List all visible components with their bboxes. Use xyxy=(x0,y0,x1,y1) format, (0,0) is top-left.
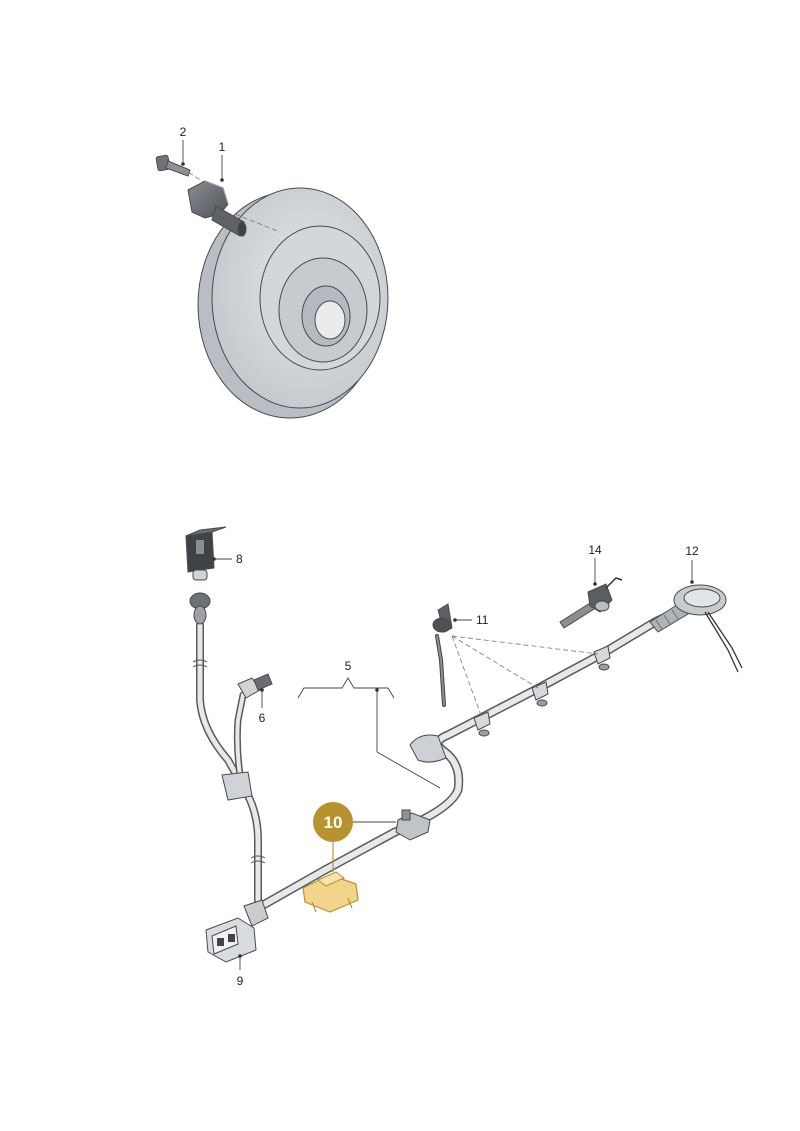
callout-6: 6 xyxy=(259,688,266,725)
callout-5: 5 xyxy=(297,659,441,789)
callout-2: 2 xyxy=(180,125,187,166)
bracket-14 xyxy=(559,577,623,629)
callout-1: 1 xyxy=(219,140,226,182)
callout-1-label: 1 xyxy=(219,140,226,154)
callout-14: 14 xyxy=(588,543,602,586)
callout-10-badge: 10 xyxy=(313,802,396,872)
sensor-head-12 xyxy=(673,584,743,673)
callout-12: 12 xyxy=(685,544,699,584)
callout-10-label: 10 xyxy=(324,813,343,832)
wiring-harness xyxy=(192,600,695,913)
callout-11: 11 xyxy=(453,613,489,627)
brake-disc xyxy=(197,187,389,419)
callout-8-label: 8 xyxy=(236,552,243,566)
connector-8 xyxy=(185,526,227,625)
callout-9-label: 9 xyxy=(237,974,244,988)
holder-10-highlighted xyxy=(302,871,359,913)
callout-11-label: 11 xyxy=(476,613,489,627)
callout-9: 9 xyxy=(237,954,244,988)
callout-14-label: 14 xyxy=(588,543,602,557)
callout-8: 8 xyxy=(212,552,243,566)
connector-9 xyxy=(205,899,269,963)
plug-6 xyxy=(237,673,273,699)
sensor-bolt xyxy=(155,154,206,184)
callout-5-label: 5 xyxy=(345,659,352,673)
callout-6-label: 6 xyxy=(259,711,266,725)
wheel-speed-sensor xyxy=(187,180,281,237)
holder-10-upper xyxy=(395,809,431,841)
callout-2-label: 2 xyxy=(180,125,187,139)
cable-tie-11 xyxy=(432,603,599,719)
callout-12-label: 12 xyxy=(685,544,699,558)
